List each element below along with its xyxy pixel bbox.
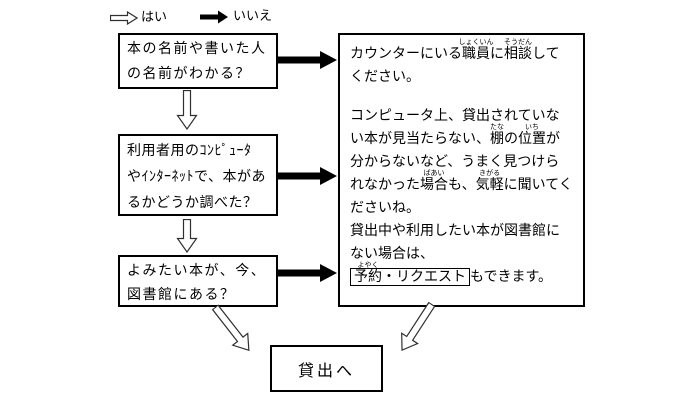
question-text-line: 本の名前や書いた人 (127, 41, 267, 57)
legend-no-label: いいえ (233, 9, 273, 24)
info-paragraph: コンピュータ上、貸出されていない本が見当たらない、棚たなの位置いちが分からないな… (350, 105, 573, 220)
down-hollow-arrow-icon (176, 90, 198, 130)
ruby-text: 棚たな (490, 123, 504, 148)
info-paragraph: 貸出中や利用したい本が図書館にない場合は、 (350, 220, 573, 266)
question-text-line: 利用者用のｺﾝﾋﾟｭｰﾀ (127, 143, 252, 159)
info-text: も、 (448, 177, 476, 193)
yoyaku-request-box: 予約よやく・リクエスト (350, 261, 470, 286)
question-text-line: の名前がわかる？ (127, 66, 251, 82)
info-text: カウンターにいる (350, 46, 462, 62)
info-text: 貸出中や利用したい本が図書館にない場合は、 (350, 223, 560, 262)
question-text-line: やｲﾝﾀｰﾈｯﾄで、本があ (127, 169, 266, 185)
no-solid-arrow-icon (200, 10, 228, 24)
question-box-book-available: よみたい本が、今、 図書館にある？ (118, 255, 278, 307)
checkout-box: 貸出へ (270, 345, 383, 392)
ruby-text: 相談そうだん (504, 38, 532, 63)
info-text: してください。 (350, 46, 560, 85)
question-text-line: るかどうか調べた？ (127, 195, 258, 211)
ruby-text: 予約よやく (354, 261, 382, 286)
info-text: が分からないなど、うまく見つけられなかった (350, 131, 560, 193)
staff-info-box: カウンターにいる職員しょくいんに相談そうだんしてください。コンピュータ上、貸出さ… (338, 33, 585, 307)
no-solid-arrow-icon (278, 264, 337, 282)
question-box-computer-search: 利用者用のｺﾝﾋﾟｭｰﾀ やｲﾝﾀｰﾈｯﾄで、本があ るかどうか調べた？ (118, 134, 278, 216)
yes-hollow-arrow-icon (110, 11, 138, 25)
down-hollow-arrow-icon (176, 219, 198, 253)
diagonal-hollow-arrow-icon (211, 304, 250, 352)
info-text: に (490, 46, 504, 62)
ruby-text: 職員しょくいん (458, 38, 494, 63)
ruby-text: 気軽きがる (475, 169, 504, 194)
no-solid-arrow-icon (278, 167, 337, 185)
info-paragraph: カウンターにいる職員しょくいんに相談そうだんしてください。 (350, 38, 573, 89)
question-box-book-name: 本の名前や書いた人 の名前がわかる？ (118, 33, 278, 89)
info-text: コンピュータ上、貸出されていない本が見当たらない、 (350, 108, 560, 147)
question-text-line: 図書館にある？ (127, 287, 236, 303)
info-text: もできます。 (470, 269, 553, 285)
info-text: に聞いてくださいね。 (350, 177, 573, 216)
diagonal-hollow-arrow-icon (401, 301, 436, 352)
legend-yes-label: はい (141, 10, 168, 25)
info-paragraph: 予約よやく・リクエストもできます。 (350, 261, 573, 289)
ruby-text: 位置いち (518, 123, 546, 148)
info-text: ・リクエスト (382, 269, 466, 285)
ruby-text: 場合ばあい (420, 169, 448, 194)
checkout-label: 貸出へ (297, 360, 355, 380)
no-solid-arrow-icon (278, 51, 337, 69)
question-text-line: よみたい本が、今、 (127, 263, 267, 279)
info-text: の (504, 131, 518, 147)
